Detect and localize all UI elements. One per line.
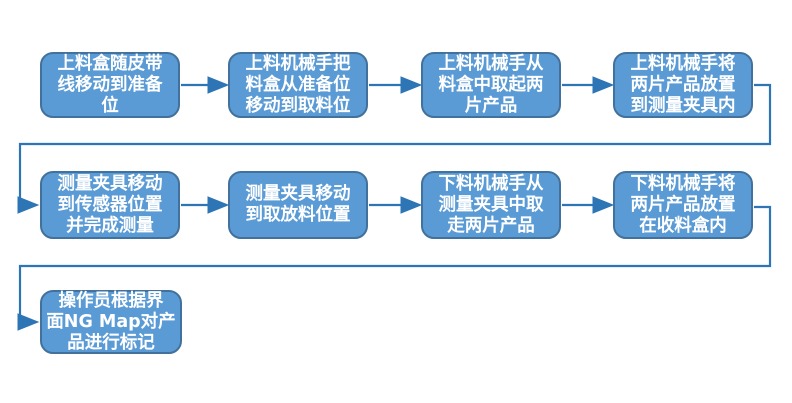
flow-step-8: 下料机械手将 两片产品放置 在收料盒内 [613,171,753,239]
flow-step-8-label: 下料机械手将 两片产品放置 在收料盒内 [630,173,736,236]
flow-step-2-label: 上料机械手把 料盒从准备位 移动到取料位 [245,53,351,116]
flow-step-6-label: 测量夹具移动 到取放料位置 [245,184,351,225]
flow-step-4-label: 上料机械手将 两片产品放置 到测量夹具内 [630,53,736,116]
flow-arrow-step4-step5 [17,83,772,214]
flow-step-3: 上料机械手从 料盒中取起两 片产品 [421,52,561,118]
flow-arrow-step8-step9 [17,205,772,331]
flow-step-9: 操作员根据界 面NG Map对产 品进行标记 [40,290,182,354]
flow-step-9-label: 操作员根据界 面NG Map对产 品进行标记 [46,290,176,353]
flow-step-6: 测量夹具移动 到取放料位置 [228,171,368,239]
flow-step-5: 测量夹具移动 到传感器位置 并完成测量 [40,171,180,239]
flow-step-5-label: 测量夹具移动 到传感器位置 并完成测量 [57,173,163,236]
flow-step-1: 上料盒随皮带 线移动到准备 位 [40,52,180,118]
flow-step-7-label: 下料机械手从 测量夹具中取 走两片产品 [438,173,544,236]
flow-step-4: 上料机械手将 两片产品放置 到测量夹具内 [613,52,753,118]
flow-step-3-label: 上料机械手从 料盒中取起两 片产品 [438,53,544,116]
flow-step-1-label: 上料盒随皮带 线移动到准备 位 [57,53,163,116]
flow-step-7: 下料机械手从 测量夹具中取 走两片产品 [421,171,561,239]
flow-step-2: 上料机械手把 料盒从准备位 移动到取料位 [228,52,368,118]
